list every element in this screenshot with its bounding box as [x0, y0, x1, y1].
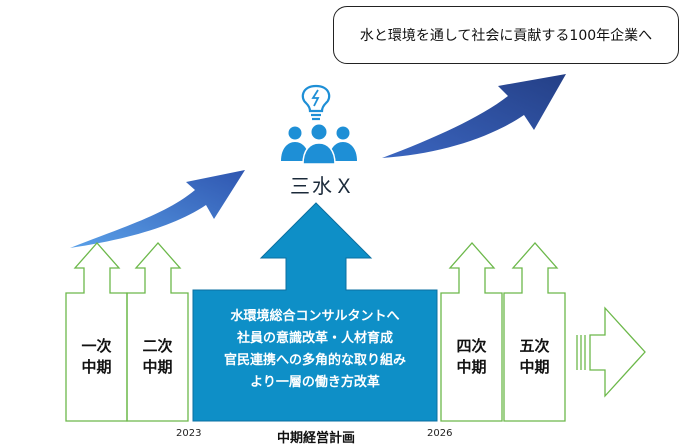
phase-5-block: [503, 242, 566, 422]
plan-goal-1: 水環境総合コンサルタントへ: [230, 309, 400, 324]
phase-1-label: 一次 中期: [66, 336, 127, 378]
growth-arrow-left: [70, 170, 245, 248]
phase-2-block: [126, 242, 189, 422]
phase-4-line2: 中期: [456, 358, 487, 376]
plan-goal-2: 社員の意識改革・人材育成: [236, 331, 393, 346]
forward-arrow: [576, 306, 646, 398]
phase-2-line2: 中期: [142, 358, 173, 376]
phase-2-line1: 二次: [142, 337, 173, 355]
plan-goal-4: より一層の働き方改革: [250, 375, 380, 390]
phase-1-line1: 一次: [81, 337, 112, 355]
phase-1-line2: 中期: [81, 358, 112, 376]
lightbulb-icon: [301, 84, 331, 121]
phase-5-line1: 五次: [519, 337, 550, 355]
end-year: 2026: [427, 428, 453, 439]
vision-text: 水と環境を通して社会に貢献する100年企業へ: [359, 28, 653, 44]
phase-2-label: 二次 中期: [127, 336, 188, 378]
timeline-label: 中期経営計画: [276, 431, 355, 446]
growth-arrow-right: [382, 74, 566, 158]
phase-5-label: 五次 中期: [504, 336, 565, 378]
phase-outlines: [65, 242, 566, 422]
phase-1-block: [65, 242, 128, 422]
phase-4-label: 四次 中期: [441, 336, 502, 378]
vision-statement-box: 水と環境を通して社会に貢献する100年企業へ: [333, 6, 679, 64]
phase-5-line2: 中期: [519, 358, 550, 376]
phase-4-line1: 四次: [456, 337, 487, 355]
brand-name: 三水Ｘ: [290, 174, 356, 198]
plan-goal-3: 官民連携への多角的な取り組み: [223, 353, 406, 368]
current-plan-arrow: [192, 202, 438, 422]
start-year: 2023: [176, 428, 202, 439]
current-plan-text: 水環境総合コンサルタントへ 社員の意識改革・人材育成 官民連携への多角的な取り組…: [193, 306, 437, 394]
team-people-icon: [281, 124, 357, 165]
phase-4-block: [440, 242, 503, 422]
